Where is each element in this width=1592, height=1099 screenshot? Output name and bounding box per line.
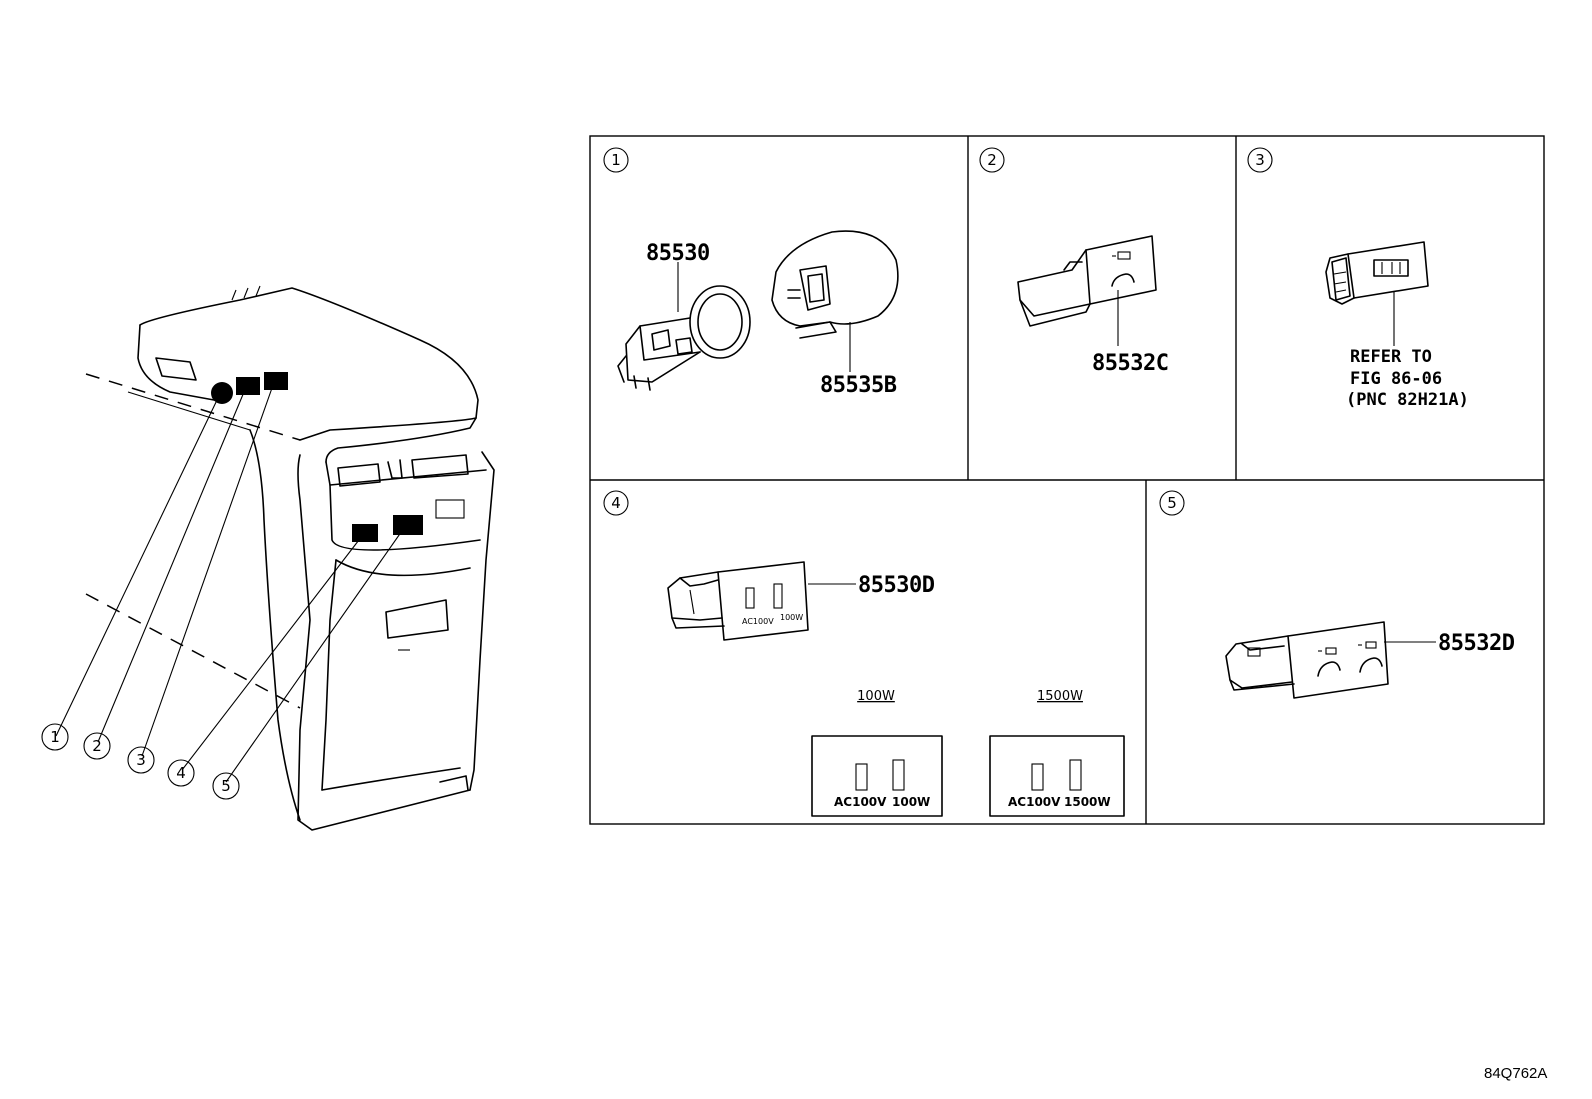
panel-2: 2 85532C xyxy=(979,147,1169,376)
socket-1-marker xyxy=(211,382,233,404)
part-85535B-drawing xyxy=(771,230,899,339)
panel-3-marker: 3 xyxy=(1255,151,1265,169)
panel-4: 4 AC100V 100W 85530D 100W AC100V 100W 15… xyxy=(603,490,1125,817)
reference-note-line-1: REFER TO xyxy=(1350,347,1432,367)
panel-1-marker: 1 xyxy=(611,151,621,169)
part-85530-label: 85530 xyxy=(646,241,710,266)
part-85530-drawing xyxy=(617,285,751,391)
callout-3-label: 3 xyxy=(136,751,146,769)
switch-drawing xyxy=(1325,241,1429,305)
part-85532D-drawing xyxy=(1225,621,1389,699)
callout-2-label: 2 xyxy=(92,737,102,755)
callout-3: 3 xyxy=(127,746,155,774)
parts-grid xyxy=(589,135,1545,825)
part-85532C-drawing xyxy=(1017,235,1157,327)
panel-5-marker: 5 xyxy=(1167,494,1177,512)
callout-1: 1 xyxy=(41,723,69,751)
socket-4-marker xyxy=(352,524,378,542)
panel-3: 3 REFER TO FIG 86-06 (PNC 82H21A) xyxy=(1247,147,1469,410)
device-label-ac100v: AC100V xyxy=(742,617,774,626)
panel-4-marker: 4 xyxy=(611,494,621,512)
callout-4: 4 xyxy=(167,759,195,787)
variant-100w: 100W AC100V 100W xyxy=(811,689,943,817)
socket-2-marker xyxy=(236,377,260,395)
panel-5: 5 85532D xyxy=(1159,490,1515,699)
reference-note-line-3: (PNC 82H21A) xyxy=(1346,390,1469,410)
callout-1-label: 1 xyxy=(50,728,60,746)
callout-5: 5 xyxy=(212,772,240,800)
variant-100w-label-100w: 100W xyxy=(892,795,930,809)
panel-2-marker: 2 xyxy=(987,151,997,169)
figure-code: 84Q762A xyxy=(1484,1065,1547,1082)
socket-5-marker xyxy=(393,515,423,535)
part-85530D-label: 85530D xyxy=(858,573,935,598)
variant-1500w-label-1500w: 1500W xyxy=(1064,795,1111,809)
part-85530D-drawing: AC100V 100W xyxy=(667,561,809,641)
device-label-100w: 100W xyxy=(780,613,803,622)
variant-1500w-title: 1500W xyxy=(1037,689,1083,704)
callout-4-label: 4 xyxy=(176,764,186,782)
panel-1: 1 85530 85535B xyxy=(603,147,899,398)
variant-1500w: 1500W AC100V 1500W xyxy=(989,689,1125,817)
variant-100w-title: 100W xyxy=(857,689,895,704)
reference-note-line-2: FIG 86-06 xyxy=(1350,369,1442,389)
socket-3-marker xyxy=(264,372,288,390)
reference-note: REFER TO FIG 86-06 (PNC 82H21A) xyxy=(1346,347,1469,410)
callout-2: 2 xyxy=(83,732,111,760)
part-85532C-label: 85532C xyxy=(1092,351,1168,376)
variant-1500w-label-ac100v: AC100V xyxy=(1008,795,1061,809)
part-85532D-label: 85532D xyxy=(1438,631,1515,656)
callout-5-label: 5 xyxy=(221,777,231,795)
variant-100w-label-ac100v: AC100V xyxy=(834,795,887,809)
console-overview xyxy=(55,285,495,831)
part-85535B-label: 85535B xyxy=(820,373,897,398)
